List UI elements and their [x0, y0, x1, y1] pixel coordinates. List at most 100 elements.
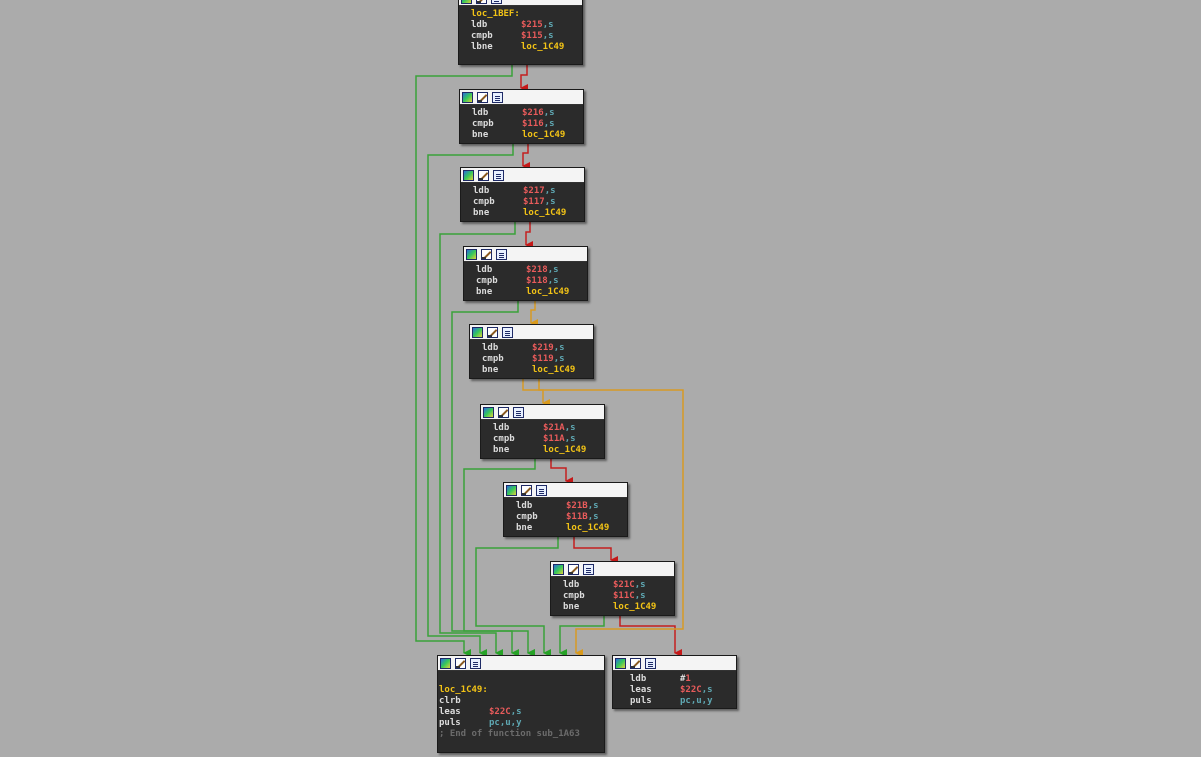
operand-address[interactable]: $215 — [521, 20, 543, 30]
operand-address[interactable]: $116 — [522, 119, 544, 129]
code-label[interactable]: loc_1BEF: — [471, 9, 520, 19]
edit-node-icon[interactable] — [477, 91, 488, 103]
branch-target[interactable]: loc_1C49 — [532, 365, 576, 375]
operand-register-list: pc,u,y — [680, 696, 713, 706]
node-toolbar — [438, 656, 604, 671]
operand-address[interactable]: $11B — [566, 512, 588, 522]
xrefs-icon[interactable] — [492, 91, 503, 103]
edge-uncond — [522, 379, 684, 657]
edit-node-icon[interactable] — [568, 563, 579, 575]
xrefs-icon[interactable] — [470, 657, 481, 669]
node-toolbar — [551, 562, 674, 577]
operand-address[interactable]: $119 — [532, 354, 554, 364]
graph-overview-icon[interactable] — [440, 657, 451, 669]
operand-address[interactable]: $21A — [543, 423, 565, 433]
operand-register: ,s — [564, 434, 576, 444]
edge-true-1 — [427, 144, 514, 657]
operand-address[interactable]: $21C — [613, 580, 635, 590]
edit-node-icon[interactable] — [476, 0, 487, 4]
code-label[interactable]: loc_1C49: — [439, 685, 488, 695]
mnemonic: puls — [439, 718, 461, 728]
edge-false-4 — [538, 379, 550, 407]
mnemonic: leas — [439, 707, 461, 717]
operand-address[interactable]: $218 — [526, 265, 548, 275]
operand-address[interactable]: $216 — [522, 108, 544, 118]
mnemonic: ldb — [493, 423, 510, 433]
branch-target[interactable]: loc_1C49 — [523, 208, 567, 218]
graph-overview-icon[interactable] — [466, 248, 477, 260]
branch-target[interactable]: loc_1C49 — [613, 602, 657, 612]
xrefs-icon[interactable] — [513, 406, 524, 418]
operand-register: ,s — [547, 276, 559, 286]
edit-node-icon[interactable] — [498, 406, 509, 418]
graph-overview-icon[interactable] — [506, 484, 517, 496]
mnemonic: bne — [472, 130, 489, 140]
graph-overview-icon[interactable] — [483, 406, 494, 418]
mnemonic: clrb — [439, 696, 461, 706]
operand-address[interactable]: $117 — [523, 197, 545, 207]
edit-node-icon[interactable] — [481, 248, 492, 260]
operand-address[interactable]: $219 — [532, 343, 554, 353]
mnemonic: ldb — [516, 501, 533, 511]
graph-overview-icon[interactable] — [462, 91, 473, 103]
mnemonic: cmpb — [563, 591, 585, 601]
operand-register: ,s — [553, 343, 565, 353]
graph-overview-icon[interactable] — [615, 657, 626, 669]
branch-target[interactable]: loc_1C49 — [543, 445, 587, 455]
xrefs-icon[interactable] — [491, 0, 502, 4]
graph-overview-icon[interactable] — [463, 169, 474, 181]
mnemonic: bne — [482, 365, 499, 375]
edit-node-icon[interactable] — [455, 657, 466, 669]
edit-node-icon[interactable] — [478, 169, 489, 181]
function-end-comment: ; End of function sub_1A63 — [439, 729, 580, 739]
xrefs-icon[interactable] — [496, 248, 507, 260]
edit-node-icon[interactable] — [487, 326, 498, 338]
operand-register: ,s — [543, 119, 555, 129]
branch-target[interactable]: loc_1C49 — [526, 287, 570, 297]
edge-false-3 — [530, 301, 538, 327]
mnemonic: bne — [476, 287, 493, 297]
edit-node-icon[interactable] — [630, 657, 641, 669]
mnemonic: cmpb — [472, 119, 494, 129]
edge-true-0 — [415, 65, 513, 657]
mnemonic: ldb — [473, 186, 490, 196]
operand-register: ,s — [547, 265, 559, 275]
operand-address[interactable]: $22C — [489, 707, 511, 717]
operand-address[interactable]: $22C — [680, 685, 702, 695]
mnemonic: ldb — [630, 674, 647, 684]
xrefs-icon[interactable] — [583, 563, 594, 575]
xrefs-icon[interactable] — [536, 484, 547, 496]
branch-target[interactable]: loc_1C49 — [521, 42, 565, 52]
operand-immediate[interactable]: 1 — [685, 674, 691, 684]
edge-false-0 — [520, 65, 528, 92]
xrefs-icon[interactable] — [502, 326, 513, 338]
xrefs-icon[interactable] — [645, 657, 656, 669]
mnemonic: bne — [516, 523, 533, 533]
operand-address[interactable]: $217 — [523, 186, 545, 196]
operand-address[interactable]: $11A — [543, 434, 565, 444]
branch-target[interactable]: loc_1C49 — [566, 523, 610, 533]
operand-address[interactable]: $118 — [526, 276, 548, 286]
operand-address[interactable]: $115 — [521, 31, 543, 41]
branch-target[interactable]: loc_1C49 — [522, 130, 566, 140]
graph-overview-icon[interactable] — [553, 563, 564, 575]
graph-overview-icon[interactable] — [472, 326, 483, 338]
mnemonic: ldb — [482, 343, 499, 353]
edit-node-icon[interactable] — [521, 484, 532, 496]
xrefs-icon[interactable] — [493, 169, 504, 181]
operand-address[interactable]: $11C — [613, 591, 635, 601]
graph-overview-icon[interactable] — [461, 0, 472, 4]
operand-address[interactable]: $21B — [566, 501, 588, 511]
edge-true-3 — [451, 301, 519, 657]
